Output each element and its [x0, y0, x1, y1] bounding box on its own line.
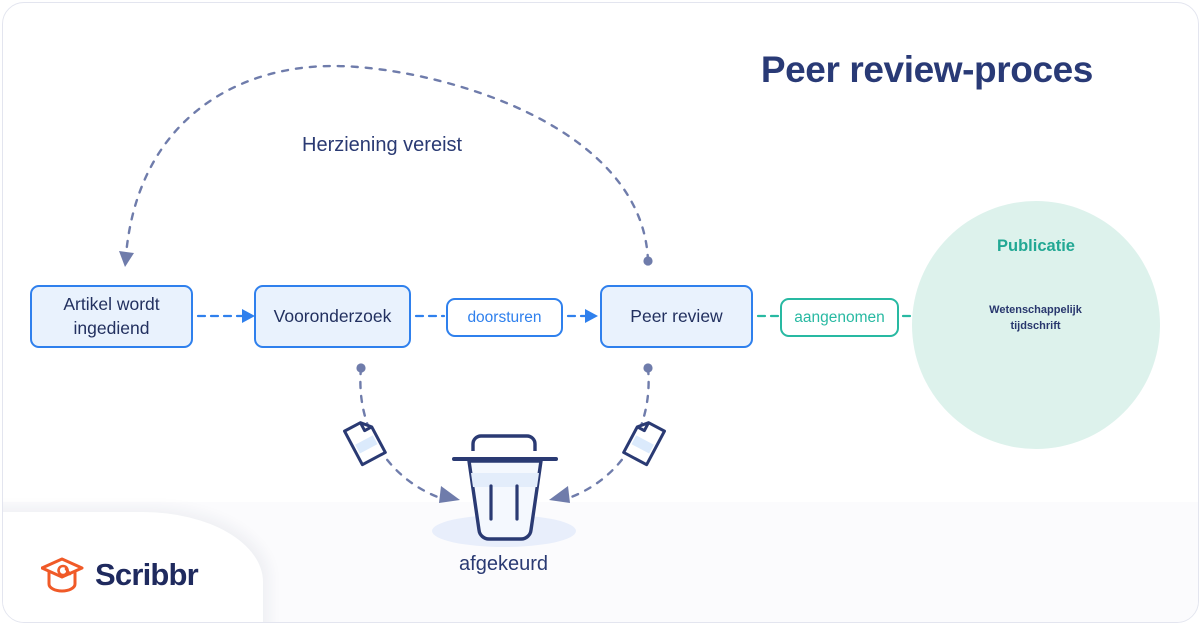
- arc-label-revision: Herziening vereist: [302, 134, 463, 156]
- flow-node-submitted[interactable]: Artikel wordt ingediend: [30, 285, 193, 348]
- connector-submitted-to-prescreen: [196, 309, 255, 323]
- flow-node-prescreen[interactable]: Vooronderzoek: [254, 285, 411, 348]
- page-title: Peer review-proces: [760, 49, 1094, 90]
- edge-label-doorsturen[interactable]: doorsturen: [446, 298, 563, 337]
- publication-heading: Publicatie: [997, 237, 1075, 255]
- book-cover-title-line1: Wetenschappelijk: [989, 304, 1082, 316]
- edge-label-aangenomen[interactable]: aangenomen: [780, 298, 899, 337]
- document-icon: [343, 421, 387, 467]
- arc-reject-left: [356, 363, 460, 503]
- arc-revision-required: [119, 64, 653, 267]
- label-afgekeurd: afgekeurd: [459, 553, 548, 575]
- book-cover-title: Wetenschappelijk tijdschrift: [978, 303, 1093, 335]
- document-icon: [622, 421, 666, 467]
- brand-logo[interactable]: Scribbr: [41, 556, 199, 594]
- brand-name: Scribbr: [95, 557, 199, 592]
- graduation-cap-icon: [41, 557, 84, 593]
- arc-reject-right: [549, 363, 653, 503]
- flow-node-peer-review[interactable]: Peer review: [600, 285, 753, 348]
- book-cover-title-line2: tijdschrift: [1010, 319, 1061, 332]
- publication-circle: [912, 201, 1160, 449]
- connector-forward-to-review: [566, 309, 598, 323]
